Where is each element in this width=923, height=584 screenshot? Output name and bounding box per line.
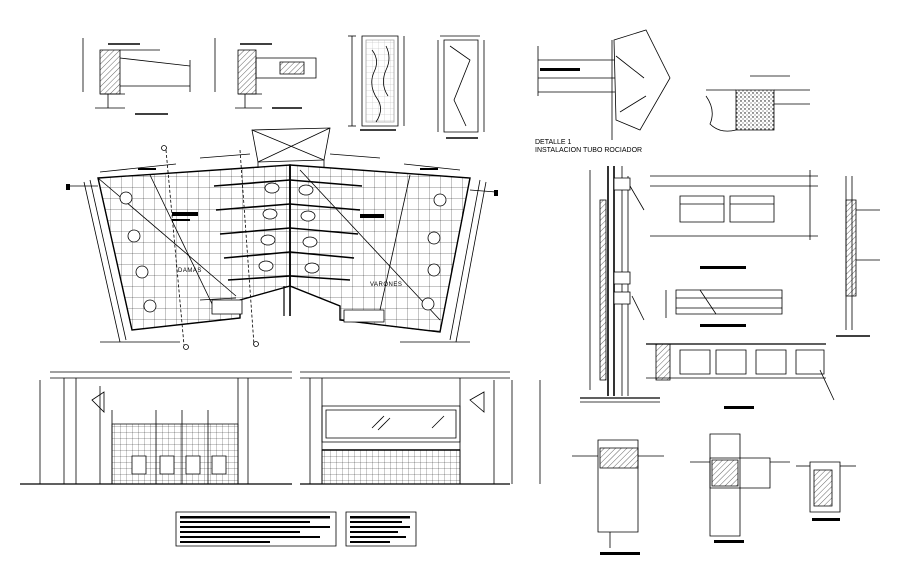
door-frame-detail [438,36,484,138]
notes-block-left [176,512,336,546]
elevation-right [300,372,540,484]
door-elevation [348,36,404,130]
floor-plan [70,128,496,350]
detail-subtitle: INSTALACION TUBO ROCIADOR [535,147,643,154]
room-label-left: DAMAS [178,268,202,274]
elevation-left [20,372,292,484]
beam-section [666,290,782,327]
joint-detail-a [572,440,664,555]
sprinkler-pipe-section [580,166,660,402]
corner-connection-detail [538,30,670,140]
gravel-section-detail [706,76,810,131]
column-section [836,176,880,336]
plan-annotations [66,168,498,221]
joint-detail-c [796,462,856,521]
notes-block-right [346,512,416,546]
joint-detail-b [690,434,790,543]
beam-elevation [650,170,818,269]
ceiling-sections [646,344,834,409]
detail-title: DETALLE 1 [535,139,572,146]
wall-detail-b [215,38,316,108]
wall-detail-a [83,38,190,114]
room-label-right: VARONES [370,282,403,288]
